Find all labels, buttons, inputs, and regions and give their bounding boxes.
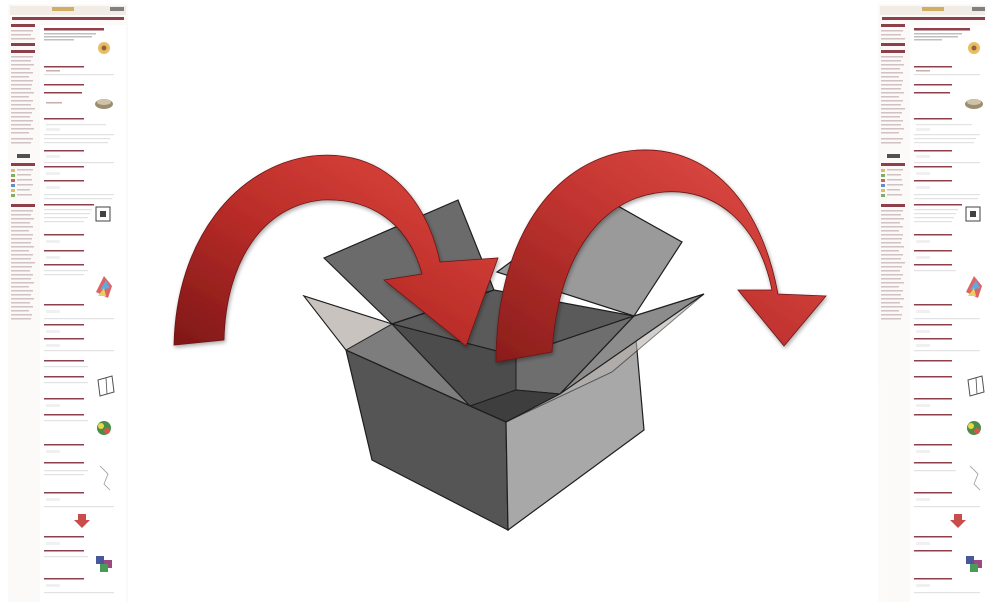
- blocks-icon: [966, 556, 974, 564]
- logo-icon: [52, 7, 74, 11]
- nav-bar: [882, 17, 985, 20]
- output-page-thumbnail: [878, 4, 987, 602]
- blocks-icon: [96, 556, 104, 564]
- page-content: [40, 25, 126, 602]
- page-content: [910, 25, 987, 602]
- source-page-thumbnail: [8, 4, 128, 602]
- logo-icon: [922, 7, 944, 11]
- nav-bar: [12, 17, 124, 20]
- logo-icon: [972, 7, 985, 11]
- logo-icon: [110, 7, 124, 11]
